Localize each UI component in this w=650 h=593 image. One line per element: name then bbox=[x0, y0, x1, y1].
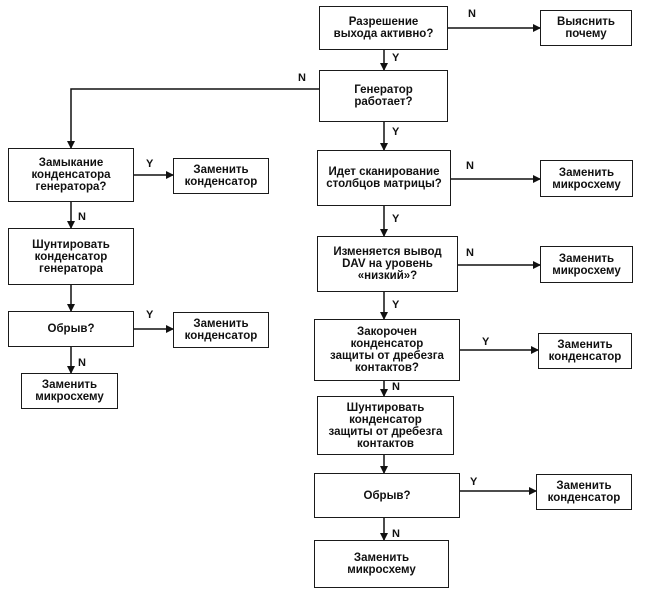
label-no: N bbox=[466, 160, 474, 172]
label-yes: Y bbox=[392, 126, 400, 138]
label-no: N bbox=[392, 528, 400, 540]
label-yes: Y bbox=[392, 213, 400, 225]
box-bypass-debounce: Шунтировать конденсатор защиты от дребез… bbox=[317, 396, 454, 455]
box-replace-chip-3: Заменить микросхему bbox=[540, 246, 633, 283]
box-replace-cap-1: Заменить конденсатор bbox=[173, 158, 269, 194]
label-yes: Y bbox=[146, 158, 154, 170]
box-dav-question: Изменяется вывод DAV на уровень «низкий»… bbox=[317, 236, 458, 292]
label-yes: Y bbox=[146, 309, 154, 321]
box-debounce-short-question: Закорочен конденсатор защиты от дребезга… bbox=[314, 319, 460, 381]
label-yes: Y bbox=[482, 336, 490, 348]
box-replace-chip-4: Заменить микросхему bbox=[314, 540, 449, 588]
label-yes: Y bbox=[470, 476, 478, 488]
label-no: N bbox=[78, 357, 86, 369]
label-no: N bbox=[466, 247, 474, 259]
label-no: N bbox=[78, 211, 86, 223]
box-replace-cap-4: Заменить конденсатор bbox=[536, 474, 632, 510]
label-no: N bbox=[468, 8, 476, 20]
box-replace-chip-2: Заменить микросхему bbox=[540, 160, 633, 197]
box-generator-question: Генератор работает? bbox=[319, 70, 448, 122]
label-yes: Y bbox=[392, 299, 400, 311]
box-gen-cap-short-question: Замыкание конденсатора генератора? bbox=[8, 148, 134, 202]
box-replace-cap-3: Заменить конденсатор bbox=[538, 333, 632, 369]
box-replace-cap-2: Заменить конденсатор bbox=[173, 312, 269, 348]
label-no: N bbox=[392, 381, 400, 393]
box-exit-enabled-question: Разрешение выхода активно? bbox=[319, 6, 448, 50]
label-no: N bbox=[298, 72, 306, 84]
box-scan-question: Идет сканирование столбцов матрицы? bbox=[317, 150, 451, 206]
box-find-reason: Выяснить почему bbox=[540, 10, 632, 46]
label-yes: Y bbox=[392, 52, 400, 64]
box-replace-chip-1: Заменить микросхему bbox=[21, 373, 118, 409]
box-break-question-2: Обрыв? bbox=[314, 473, 460, 518]
box-bypass-gen-cap: Шунтировать конденсатор генератора bbox=[8, 228, 134, 285]
box-break-question-1: Обрыв? bbox=[8, 311, 134, 347]
